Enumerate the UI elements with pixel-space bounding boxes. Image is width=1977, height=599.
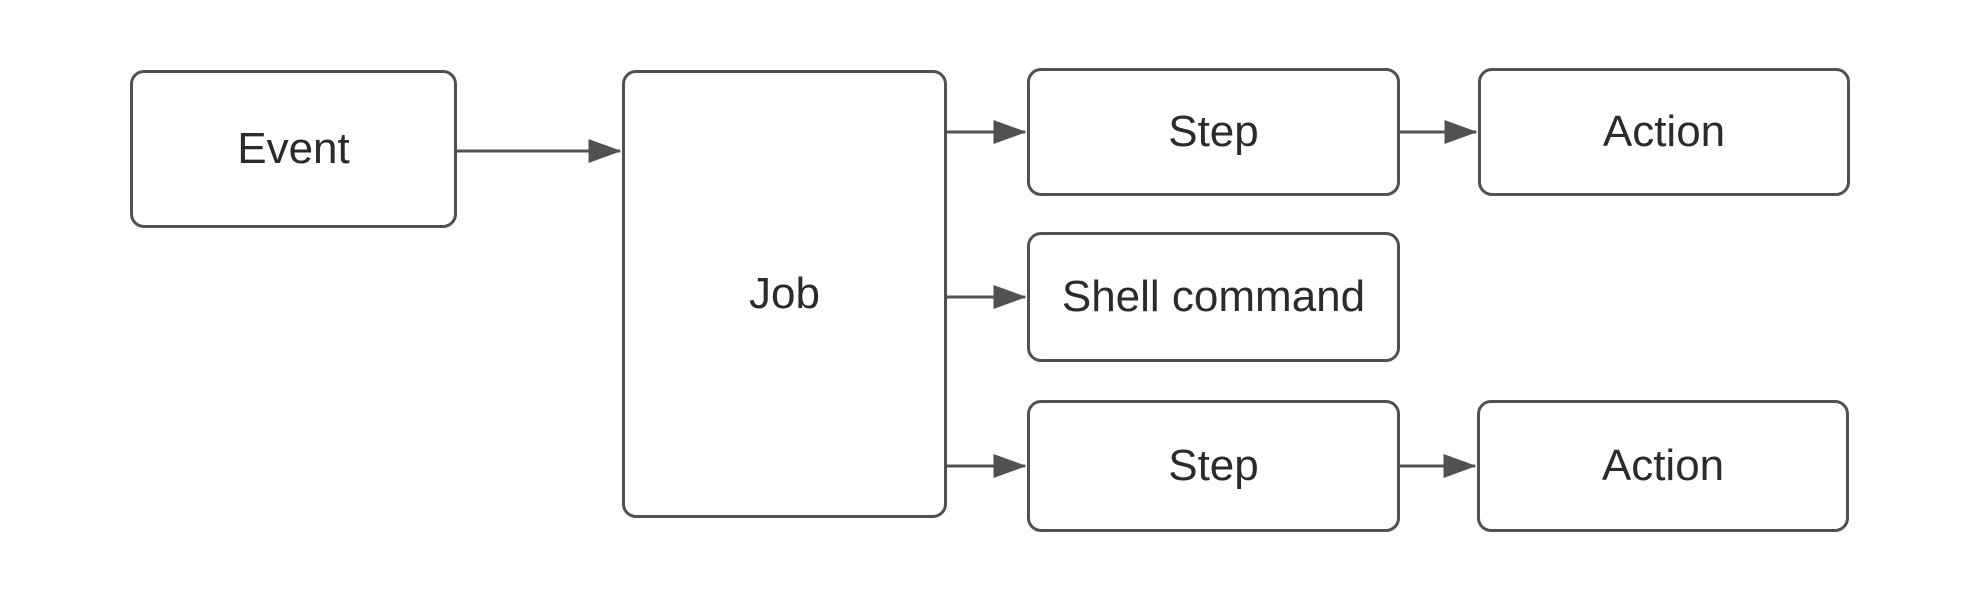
node-event-label: Event: [237, 123, 350, 173]
node-step-bottom-label: Step: [1168, 440, 1259, 490]
node-step-top: Step: [1027, 68, 1400, 196]
node-step-bottom: Step: [1027, 400, 1400, 532]
node-action-bottom: Action: [1477, 400, 1849, 532]
node-shell-command: Shell command: [1027, 232, 1400, 362]
node-job: Job: [622, 70, 947, 518]
node-action-bottom-label: Action: [1601, 440, 1725, 490]
node-shell-command-label: Shell command: [1061, 271, 1366, 321]
node-action-top-label: Action: [1602, 106, 1726, 156]
node-step-top-label: Step: [1168, 106, 1259, 156]
node-event: Event: [130, 70, 457, 228]
node-action-top: Action: [1478, 68, 1850, 196]
node-job-label: Job: [749, 268, 820, 318]
